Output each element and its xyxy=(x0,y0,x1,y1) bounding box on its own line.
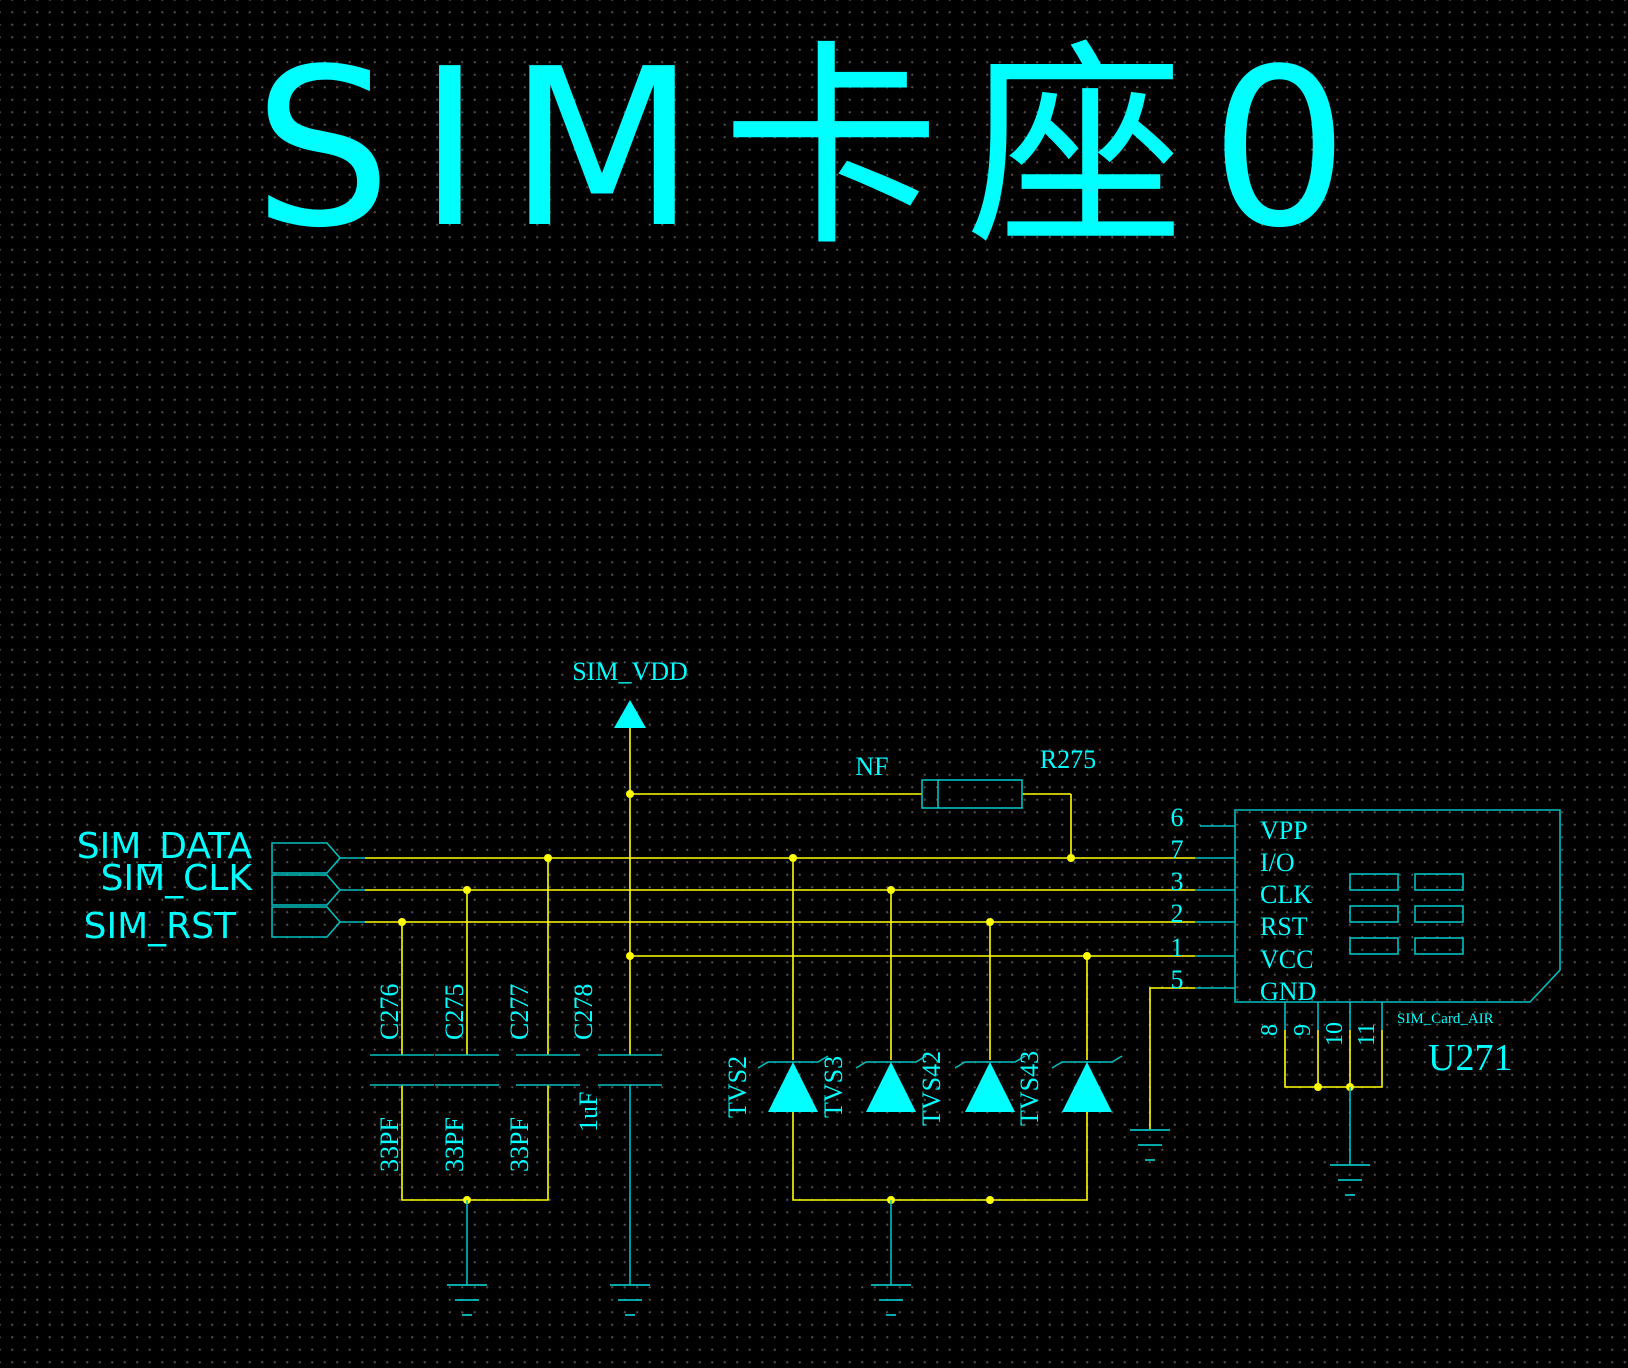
tvs-ref: TVS43 xyxy=(1015,1051,1044,1126)
port-sim-clk[interactable] xyxy=(271,874,342,906)
net-gnd-pin5[interactable] xyxy=(1149,987,1195,1130)
cap-ref: C276 xyxy=(375,984,404,1040)
pin-number: 1 xyxy=(1171,933,1184,962)
pin-number: 9 xyxy=(1290,1024,1316,1036)
ground-symbols xyxy=(447,1085,1370,1316)
pin-number: 3 xyxy=(1171,867,1184,896)
net-wires xyxy=(365,728,1383,1201)
pin-name: CLK xyxy=(1260,880,1312,909)
capacitor-c278[interactable]: C278 1uF xyxy=(569,984,662,1132)
resistor-r275[interactable]: NF R275 xyxy=(855,745,1096,809)
pin-number: 6 xyxy=(1171,803,1184,832)
pin-name: VPP xyxy=(1260,816,1308,845)
cap-value: 33PF xyxy=(440,1117,469,1172)
pin-number: 5 xyxy=(1171,965,1184,994)
pin-name: GND xyxy=(1260,977,1316,1006)
sheet-title: SIM卡座0 xyxy=(253,23,1375,276)
pin-name: I/O xyxy=(1260,848,1295,877)
connector-part-name: SIM_Card_AIR xyxy=(1397,1011,1494,1027)
wire-bottom-pins xyxy=(1284,1030,1383,1088)
cap-ref: C275 xyxy=(440,984,469,1040)
pin-number: 10 xyxy=(1322,1022,1348,1046)
capacitor-c275[interactable]: C275 33PF xyxy=(435,984,499,1172)
tvs-ref: TVS3 xyxy=(819,1056,848,1118)
sim-connector-u271[interactable]: 6 7 3 2 1 5 VPP I/O CLK RST VCC GND 8 9 … xyxy=(1171,803,1561,1079)
pin-name: RST xyxy=(1260,912,1308,941)
power-port-sim-vdd[interactable]: SIM_VDD xyxy=(572,657,688,728)
tvs-ref: TVS2 xyxy=(723,1056,752,1118)
cap-value: 33PF xyxy=(505,1117,534,1172)
tvs-diode-tvs3[interactable]: TVS3 xyxy=(819,1055,927,1118)
port-sim-rst[interactable] xyxy=(271,906,342,938)
cap-value: 33PF xyxy=(375,1117,404,1172)
port-label-data: SIM_DATA xyxy=(77,826,253,867)
tvs-diode-tvs2[interactable]: TVS2 xyxy=(723,1055,829,1118)
capacitor-c276[interactable]: C276 33PF xyxy=(370,984,434,1172)
port-sim-data[interactable] xyxy=(271,842,342,874)
port-label-rst: SIM_RST xyxy=(84,906,237,947)
cap-ref: C277 xyxy=(505,984,534,1040)
connector-ref: U271 xyxy=(1428,1037,1512,1079)
port-label-clk: SIM_CLK xyxy=(101,858,254,899)
pin-number: 8 xyxy=(1257,1024,1283,1036)
pin-number: 11 xyxy=(1354,1023,1380,1046)
net-ports: SIM_DATA SIM_CLK SIM_RST xyxy=(77,826,365,947)
cap-ref: C278 xyxy=(569,984,598,1040)
pin-number: 7 xyxy=(1171,835,1184,864)
wire-cap-bottom xyxy=(401,1085,549,1201)
tvs-ref: TVS42 xyxy=(917,1051,946,1126)
resistor-value: NF xyxy=(855,752,888,781)
wire-tvs-bottom xyxy=(792,1112,1088,1201)
pin-name: VCC xyxy=(1260,945,1313,974)
power-port-label: SIM_VDD xyxy=(572,657,688,686)
capacitor-c277[interactable]: C277 33PF xyxy=(505,984,580,1172)
resistor-ref: R275 xyxy=(1040,745,1096,774)
cap-value: 1uF xyxy=(574,1092,603,1132)
junction-dots xyxy=(398,790,1354,1204)
tvs-diode-tvs43[interactable]: TVS43 xyxy=(1015,1051,1123,1126)
tvs-diode-tvs42[interactable]: TVS42 xyxy=(917,1051,1026,1126)
pin-number: 2 xyxy=(1171,899,1184,928)
